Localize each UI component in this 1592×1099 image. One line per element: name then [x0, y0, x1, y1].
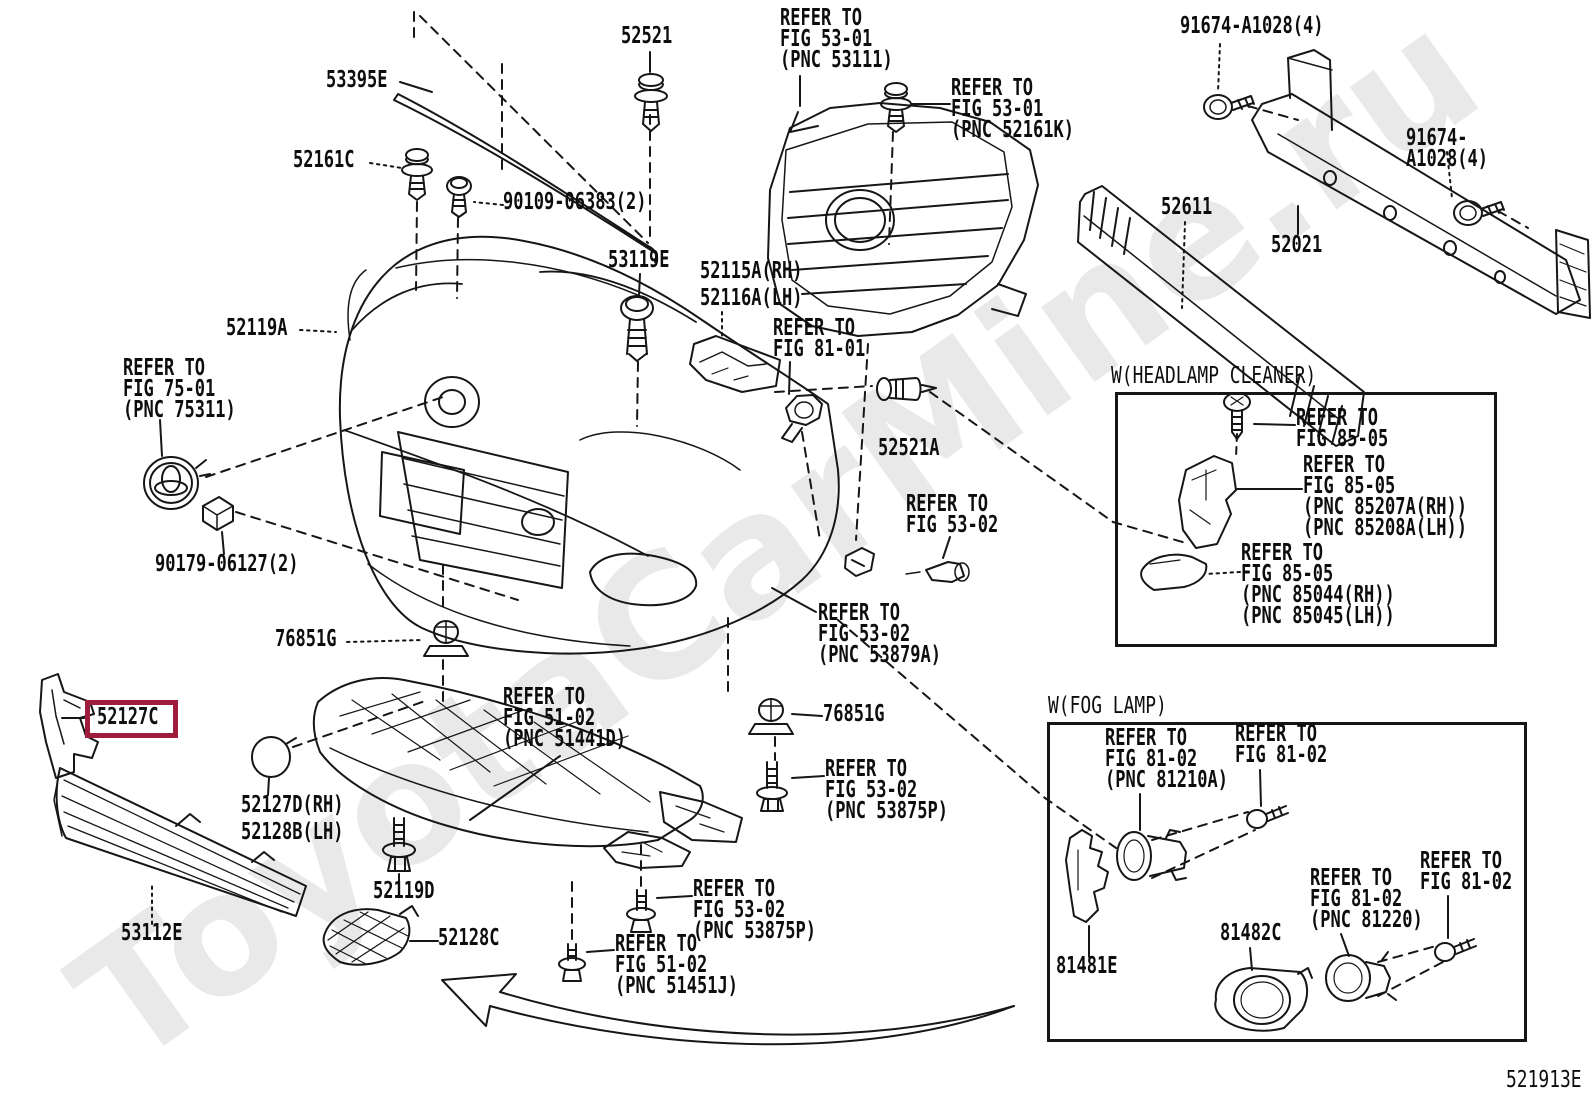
fog-screw-icon-1: [1246, 805, 1289, 829]
clip-52521-icon: [634, 73, 668, 132]
part-label-52611[interactable]: 52611: [1161, 194, 1213, 220]
bumper-cover-drawing: [338, 235, 840, 655]
ref-label-fig85-05-c: REFER TO FIG 85-05 (PNC 85044(RH)) (PNC …: [1241, 540, 1395, 629]
fog-cover-mesh-drawing: [322, 905, 419, 966]
part-label-53119E[interactable]: 53119E: [608, 247, 670, 273]
bolt-52119D-icon: [382, 817, 416, 872]
ref-label-fig81-02-81210A: REFER TO FIG 81-02 (PNC 81210A): [1105, 725, 1228, 793]
side-support-bracket-drawing: [689, 335, 781, 393]
part-label-81482C[interactable]: 81482C: [1220, 920, 1282, 946]
part-label-90109[interactable]: 90109-06383(2): [503, 189, 647, 215]
ref-label-fig53-02: REFER TO FIG 53-02: [906, 491, 999, 538]
radiator-grille-drawing: [767, 102, 1039, 541]
part-label-52115A-52116A[interactable]: 52115A(RH) 52116A(LH): [700, 258, 803, 311]
bolt-53875P-bottom-icon: [626, 889, 656, 933]
bolt-91674-icon-2: [1453, 200, 1505, 226]
ref-label-fig53-02-53875P-right: REFER TO FIG 53-02 (PNC 53875P): [825, 756, 948, 824]
part-label-52127D-52128B[interactable]: 52127D(RH) 52128B(LH): [241, 792, 344, 845]
diagram-code: 521913E: [1506, 1067, 1582, 1093]
headlamp-cleaner-box: [1115, 392, 1497, 647]
ref-label-fig81-02-81220: REFER TO FIG 81-02 (PNC 81220): [1310, 865, 1423, 933]
ref-label-fig53-02-53879A: REFER TO FIG 53-02 (PNC 53879A): [818, 600, 941, 668]
screw-90109-icon: [446, 176, 472, 218]
part-label-52119D[interactable]: 52119D: [373, 878, 435, 904]
ref-label-fig81-01: REFER TO FIG 81-01: [773, 315, 866, 362]
bolt-51451J-icon: [558, 943, 586, 982]
toyota-emblem-drawing: [143, 456, 211, 510]
part-label-52521[interactable]: 52521: [621, 23, 673, 49]
part-label-90179[interactable]: 90179-06127(2): [155, 551, 299, 577]
part-label-91674-1[interactable]: 91674-A1028(4): [1180, 13, 1324, 39]
part-label-81481E[interactable]: 81481E: [1056, 953, 1118, 979]
part-label-76851G-right[interactable]: 76851G: [823, 701, 885, 727]
screw-53119E-icon: [620, 295, 654, 362]
clip-52521A-icon: [876, 377, 937, 401]
ref-label-fig75-01: REFER TO FIG 75-01 (PNC 75311): [123, 355, 236, 423]
clip-52161C-icon: [401, 148, 433, 201]
ref-label-fig53-01-53111: REFER TO FIG 53-01 (PNC 53111): [780, 5, 893, 73]
direction-arrow: [441, 973, 1015, 1046]
fog-lamp-title: W(FOG LAMP): [1048, 693, 1167, 719]
fog-lamp-box: [1047, 722, 1527, 1042]
part-label-52161C[interactable]: 52161C: [293, 147, 355, 173]
ref-label-fig51-02-51451J: REFER TO FIG 51-02 (PNC 51451J): [615, 931, 738, 999]
part-label-91674-2[interactable]: 91674-A1028(4): [1406, 125, 1488, 172]
ref-label-fig53-01-52161K: REFER TO FIG 53-01 (PNC 52161K): [951, 75, 1074, 143]
clip-52161K-icon: [880, 82, 912, 133]
hc-actuator-drawing: [1178, 433, 1238, 549]
part-label-52128C[interactable]: 52128C: [438, 925, 500, 951]
ref-label-fig85-05-a: REFER TO FIG 85-05: [1296, 405, 1389, 452]
leader-lines: [61, 43, 1453, 971]
bumper-reinforcement-drawing: [1251, 49, 1591, 319]
grommet-76851G-left-icon: [423, 620, 469, 657]
part-label-53395E[interactable]: 53395E: [326, 67, 388, 93]
part-label-52119A[interactable]: 52119A: [226, 315, 288, 341]
part-label-52021[interactable]: 52021: [1271, 232, 1323, 258]
clip-90179-drawing: [202, 496, 234, 531]
fog-bracket-81481E-drawing: [1065, 829, 1109, 923]
hc-nozzle-cover-drawing: [1140, 553, 1208, 591]
ref-label-fig53-02-53875P-bottom: REFER TO FIG 53-02 (PNC 53875P): [693, 876, 816, 944]
highlight-box-52127C: [85, 700, 178, 738]
fog-screw-icon-2: [1434, 938, 1477, 962]
dashed-guide-lines: [205, 105, 1529, 997]
ref-label-fig51-02-51441D: REFER TO FIG 51-02 (PNC 51441D): [503, 684, 626, 752]
bolt-53875P-right-icon: [756, 761, 788, 812]
under-cover-drawing: [312, 677, 743, 848]
fog-bezel-81482C-drawing: [1214, 967, 1313, 1032]
corner-piece-52127C-drawing: [39, 673, 99, 779]
part-label-52521A[interactable]: 52521A: [878, 435, 940, 461]
lower-bracket-drawing: [603, 831, 691, 869]
headlamp-cleaner-title: W(HEADLAMP CLEANER): [1111, 363, 1317, 389]
energy-absorber-drawing: [1077, 185, 1365, 447]
part-label-76851G-left[interactable]: 76851G: [275, 626, 337, 652]
sensor-grommet-icons: [844, 547, 970, 583]
hole-cover-cap-drawing: [251, 736, 297, 778]
ref-label-fig81-02-d: REFER TO FIG 81-02: [1420, 848, 1513, 895]
bolt-8101-icon: [781, 394, 823, 443]
part-label-52127C-highlighted[interactable]: 52127C: [97, 704, 159, 730]
bolt-91674-icon-1: [1203, 94, 1255, 120]
ref-label-fig81-02-b: REFER TO FIG 81-02: [1235, 721, 1328, 768]
upper-grille-drawing: [53, 767, 307, 917]
hood-molding-drawing: [393, 11, 658, 263]
grommet-76851G-right-icon: [748, 698, 794, 735]
part-label-53112E[interactable]: 53112E: [121, 920, 183, 946]
ref-label-fig85-05-b: REFER TO FIG 85-05 (PNC 85207A(RH)) (PNC…: [1303, 452, 1467, 541]
